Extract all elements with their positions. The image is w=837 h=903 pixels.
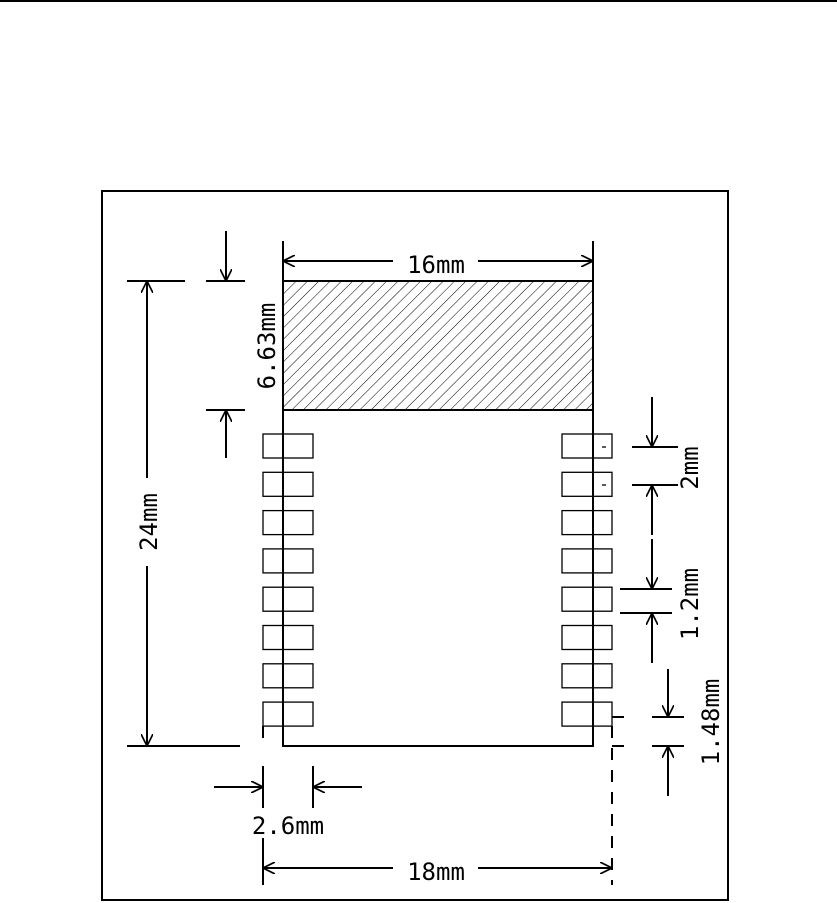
antenna-keepout-area bbox=[283, 281, 593, 410]
pitch-2mm-dimension: 2mm bbox=[632, 397, 704, 535]
label-16mm: 16mm bbox=[407, 251, 465, 279]
left-pad bbox=[263, 587, 313, 611]
label-24mm: 24mm bbox=[135, 493, 163, 551]
right-pad bbox=[562, 434, 612, 458]
label-2-6mm: 2.6mm bbox=[252, 812, 324, 840]
right-pad bbox=[562, 472, 612, 496]
left-pad bbox=[263, 434, 313, 458]
right-pad bbox=[562, 664, 612, 688]
left-pad bbox=[263, 511, 313, 535]
width-18mm-dimension: 18mm bbox=[263, 726, 612, 886]
width-16mm-dimension: 16mm bbox=[283, 241, 593, 281]
pad-length-2-6mm-dimension: 2.6mm bbox=[214, 726, 362, 840]
height-24mm-dimension: 24mm bbox=[127, 281, 240, 746]
left-pad bbox=[263, 702, 313, 726]
label-1-2mm: 1.2mm bbox=[676, 568, 704, 640]
right-pad bbox=[562, 587, 612, 611]
left-pad-column bbox=[263, 434, 313, 726]
label-6-63mm: 6.63mm bbox=[253, 303, 281, 390]
left-pad bbox=[263, 626, 313, 650]
antenna-6-63mm-dimension: 6.63mm bbox=[206, 231, 281, 458]
right-pad bbox=[562, 626, 612, 650]
label-2mm: 2mm bbox=[676, 446, 704, 489]
pad-width-1-2mm-dimension: 1.2mm bbox=[620, 539, 704, 663]
right-pad bbox=[562, 511, 612, 535]
left-pad bbox=[263, 549, 313, 573]
spacing-1-48mm-dimension: 1.48mm bbox=[612, 669, 725, 796]
label-18mm: 18mm bbox=[407, 858, 465, 886]
left-pad bbox=[263, 664, 313, 688]
right-pad-column bbox=[562, 434, 612, 726]
left-pad bbox=[263, 472, 313, 496]
right-pad bbox=[562, 549, 612, 573]
label-1-48mm: 1.48mm bbox=[697, 679, 725, 766]
right-pad bbox=[562, 702, 612, 726]
